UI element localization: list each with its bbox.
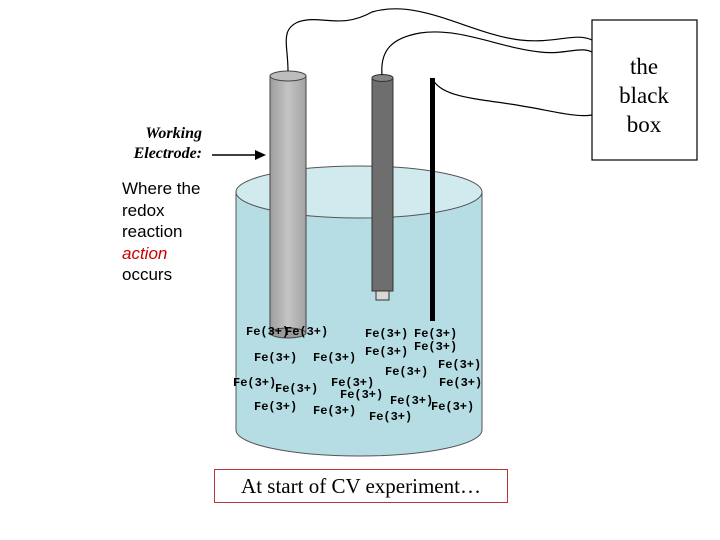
working-electrode-label: Working Electrode: [118, 124, 202, 164]
wire-working [285, 8, 593, 72]
ion-label: Fe(3+) [439, 376, 483, 390]
reference-electrode-top [371, 74, 394, 82]
working-electrode-top [269, 70, 307, 82]
ion-label: Fe(3+) [275, 382, 319, 396]
ion-label: Fe(3+) [254, 400, 298, 414]
ion-label: Fe(3+) [390, 394, 434, 408]
black-box-label-line2: black [619, 83, 669, 108]
ion-label: Fe(3+) [331, 376, 375, 390]
wire-reference [381, 31, 593, 76]
wire-counter [431, 77, 593, 117]
caption-box [214, 469, 508, 503]
black-box-label-line1: the [629, 54, 659, 79]
ion-label: Fe(3+) [414, 327, 458, 341]
black-box [591, 19, 698, 161]
ion-label: Fe(3+) [438, 358, 482, 372]
ion-label: Fe(3+) [431, 400, 475, 414]
ion-label: Fe(3+) [254, 351, 298, 365]
counter-electrode [430, 78, 435, 321]
reference-electrode [371, 77, 394, 292]
caption: At start of CV experiment… [241, 474, 481, 498]
reaction-description: Where the redox reaction action occurs [122, 178, 200, 286]
working-electrode-label-line1: Working [145, 125, 202, 142]
ion-label: Fe(3+) [369, 410, 413, 424]
ion-label: Fe(3+) [365, 345, 409, 359]
ion-label: Fe(3+) [233, 376, 277, 390]
working-electrode-tip [269, 327, 307, 339]
pointer-arrowhead [255, 150, 266, 160]
ion-label: Fe(3+) [313, 404, 357, 418]
working-electrode [269, 75, 307, 334]
ion-label: Fe(3+) [340, 388, 384, 402]
ion-label: Fe(3+) [385, 365, 429, 379]
description-line1: Where the [122, 179, 201, 198]
black-box-label: the black box [604, 52, 684, 139]
description-line2: redox [122, 200, 165, 220]
ion-label: Fe(3+) [285, 325, 329, 339]
description-line5: occurs [122, 265, 173, 284]
black-box-label-line3: box [626, 112, 662, 137]
ion-label: Fe(3+) [365, 327, 409, 341]
working-electrode-label-line2: Electrode: [133, 145, 202, 162]
description-highlight: action [122, 243, 168, 263]
ion-label: Fe(3+) [414, 340, 458, 354]
reference-electrode-tip [375, 290, 390, 301]
ion-label: Fe(3+) [246, 325, 290, 339]
ion-label: Fe(3+) [313, 351, 357, 365]
description-line3: reaction [122, 222, 183, 241]
